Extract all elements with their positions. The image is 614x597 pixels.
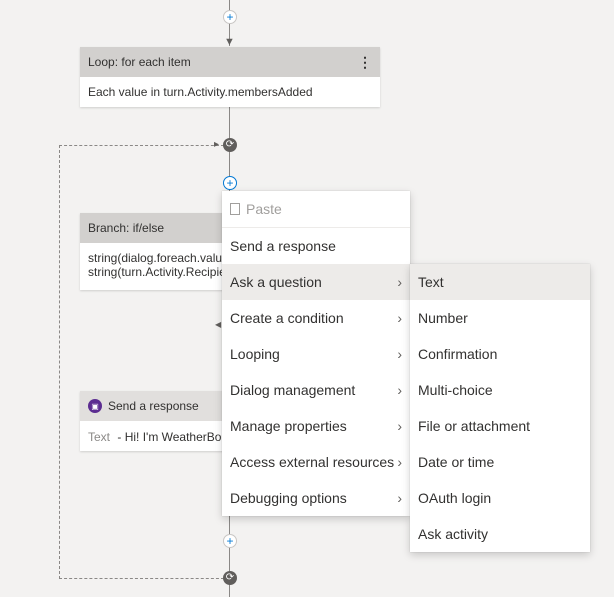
menu-item-label: Dialog management (230, 382, 356, 398)
menu-separator (222, 227, 410, 228)
branch-card-body: string(dialog.foreach.valu string(turn.A… (80, 243, 230, 287)
loop-card-body: Each value in turn.Activity.membersAdded (88, 85, 313, 99)
loop-back-line (59, 145, 60, 579)
loop-icon: ⟳ (223, 138, 237, 152)
response-text: - Hi! I'm WeatherBo (117, 430, 222, 444)
menu-item-ask-question[interactable]: Ask a question › (222, 264, 410, 300)
chevron-right-icon: › (397, 382, 402, 398)
submenu-item-oauth-login[interactable]: OAuth login (410, 480, 590, 516)
send-response-header: ▣ Send a response (80, 391, 230, 421)
submenu-item-ask-activity[interactable]: Ask activity (410, 516, 590, 552)
menu-item-paste[interactable]: Paste (222, 191, 410, 227)
loop-card[interactable]: Loop: for each item ⋮ Each value in turn… (80, 47, 380, 107)
submenu-item-label: OAuth login (418, 490, 492, 506)
branch-condition-line2: string(turn.Activity.Recipie (88, 265, 226, 279)
submenu-item-multi-choice[interactable]: Multi-choice (410, 372, 590, 408)
menu-item-create-condition[interactable]: Create a condition › (222, 300, 410, 336)
text-label: Text (88, 430, 111, 444)
arrow-right-icon: ▸ (214, 139, 220, 150)
menu-item-looping[interactable]: Looping › (222, 336, 410, 372)
menu-item-label: Looping (230, 346, 280, 362)
submenu-item-label: File or attachment (418, 418, 531, 434)
loop-card-title: Loop: for each item (88, 55, 191, 69)
submenu-item-number[interactable]: Number (410, 300, 590, 336)
chevron-right-icon: › (397, 310, 402, 326)
submenu-item-file-attachment[interactable]: File or attachment (410, 408, 590, 444)
chevron-right-icon: › (397, 346, 402, 362)
branch-card-header: Branch: if/else (80, 213, 230, 243)
menu-item-label: Create a condition (230, 310, 344, 326)
submenu-item-label: Multi-choice (418, 382, 493, 398)
send-response-title: Send a response (108, 399, 199, 413)
branch-card[interactable]: Branch: if/else string(dialog.foreach.va… (80, 213, 230, 290)
menu-item-dialog-management[interactable]: Dialog management › (222, 372, 410, 408)
more-options-icon[interactable]: ⋮ (358, 53, 372, 70)
menu-item-label: Debugging options (230, 490, 347, 506)
loop-back-bottom (59, 578, 224, 579)
send-response-card[interactable]: ▣ Send a response Text - Hi! I'm Weather… (80, 391, 230, 451)
arrow-down-icon: ▼ (224, 36, 235, 48)
add-node-button-top[interactable]: + (223, 10, 237, 24)
paste-icon (230, 203, 240, 215)
chat-bubble-icon: ▣ (88, 399, 102, 413)
submenu-item-confirmation[interactable]: Confirmation (410, 336, 590, 372)
menu-item-label: Send a response (230, 238, 336, 254)
send-response-body: Text - Hi! I'm WeatherBo (80, 421, 230, 451)
submenu-item-text[interactable]: Text (410, 264, 590, 300)
ask-question-submenu: Text Number Confirmation Multi-choice Fi… (410, 264, 590, 552)
loop-end-icon: ⟳ (223, 571, 237, 585)
menu-item-label: Ask a question (230, 274, 322, 290)
chevron-right-icon: › (397, 490, 402, 506)
connector-after-loop (229, 107, 230, 197)
loop-back-top (59, 145, 224, 146)
menu-item-send-response[interactable]: Send a response (222, 228, 410, 264)
menu-item-access-external[interactable]: Access external resources › (222, 444, 410, 480)
submenu-item-label: Number (418, 310, 468, 326)
branch-card-title: Branch: if/else (88, 221, 165, 235)
menu-item-label: Manage properties (230, 418, 347, 434)
chevron-right-icon: › (397, 418, 402, 434)
connector-bottom (229, 515, 230, 597)
submenu-item-date-time[interactable]: Date or time (410, 444, 590, 480)
menu-item-debugging[interactable]: Debugging options › (222, 480, 410, 516)
chevron-right-icon: › (397, 274, 402, 290)
add-node-button-bottom[interactable]: + (223, 534, 237, 548)
arrow-left-icon: ◀ (215, 320, 222, 329)
submenu-item-label: Confirmation (418, 346, 498, 362)
menu-item-manage-properties[interactable]: Manage properties › (222, 408, 410, 444)
branch-condition-line1: string(dialog.foreach.valu (88, 251, 223, 265)
submenu-item-label: Ask activity (418, 526, 489, 542)
chevron-right-icon: › (397, 454, 402, 470)
submenu-item-label: Date or time (418, 454, 495, 470)
loop-card-header: Loop: for each item ⋮ (80, 47, 380, 77)
add-node-button-active[interactable]: + (223, 176, 237, 190)
menu-item-paste-label: Paste (246, 201, 282, 217)
context-menu: Paste Send a response Ask a question › C… (222, 191, 410, 516)
menu-item-label: Access external resources (230, 454, 395, 470)
submenu-item-label: Text (418, 274, 444, 290)
